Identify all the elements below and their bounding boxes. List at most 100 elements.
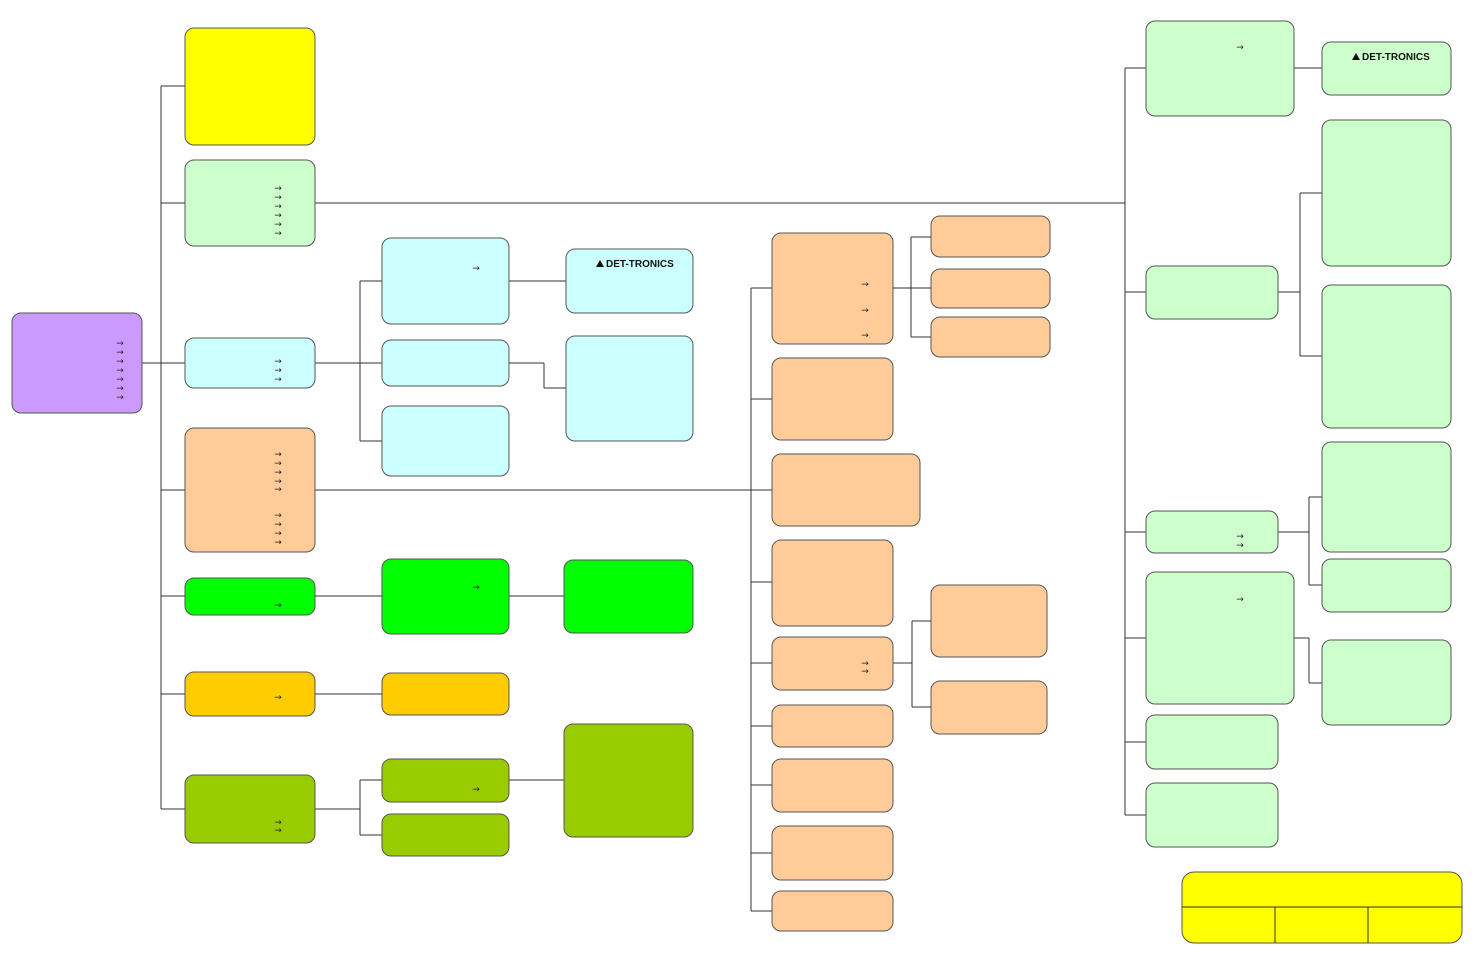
- cyan-child-3: [381, 405, 510, 477]
- det-tronics-logo: DET-TRONICS: [1362, 52, 1430, 63]
- bright-green-leaf-box: [563, 559, 694, 634]
- arrow-icon: →: [1236, 532, 1244, 542]
- arrow-icon: →: [274, 229, 282, 239]
- triangle-logo-icon: [1352, 53, 1360, 60]
- green-logo-node-box: [1321, 41, 1452, 96]
- orange-child-box: [381, 672, 510, 716]
- bright-green-leaf: [563, 559, 694, 634]
- peach-sub-1b-box: [930, 268, 1051, 309]
- peach-node-9: [771, 890, 894, 932]
- peach-node-5-box: [771, 636, 894, 691]
- peach-node-3: [771, 453, 921, 527]
- green-node-5: [1145, 714, 1279, 770]
- arrow-icon: →: [1236, 541, 1244, 551]
- peach-sub-5a: [930, 584, 1048, 658]
- connector-lines: [142, 67, 1322, 912]
- cyan-child-1: →: [381, 237, 510, 325]
- arrow-icon: →: [274, 693, 282, 703]
- arrow-icon: →: [274, 184, 282, 194]
- peach-node-9-box: [771, 890, 894, 932]
- arrow-icon: →: [116, 348, 124, 358]
- triangle-logo-icon: [596, 260, 604, 267]
- green-logo-node: DET-TRONICS: [1321, 41, 1452, 96]
- legend-table: [1181, 871, 1463, 944]
- green-sub-4a: [1321, 639, 1452, 726]
- cyan-child-3-box: [381, 405, 510, 477]
- arrow-icon: →: [274, 211, 282, 221]
- arrow-icon: →: [861, 659, 869, 669]
- cyan-large-node-box: [565, 335, 694, 442]
- cyan-large-node: [565, 335, 694, 442]
- green-node-2-box: [1145, 265, 1279, 320]
- arrow-icon: →: [472, 583, 480, 593]
- arrow-icon: →: [861, 280, 869, 290]
- arrow-icon: →: [861, 331, 869, 341]
- peach-node-5: →→: [771, 636, 894, 691]
- green-node-2: [1145, 265, 1279, 320]
- green-node-5-box: [1145, 714, 1279, 770]
- arrow-icon: →: [274, 826, 282, 836]
- arrow-icon: →: [116, 375, 124, 385]
- arrow-icon: →: [274, 375, 282, 385]
- olive-child-2: [381, 813, 510, 857]
- cyan-logo-node: DET-TRONICS: [565, 248, 694, 314]
- arrow-icon: →: [274, 818, 282, 828]
- green-node-6: [1145, 782, 1279, 848]
- peach-sub-5a-box: [930, 584, 1048, 658]
- branch-cyan-box: [184, 337, 316, 389]
- arrow-icon: →: [1236, 595, 1244, 605]
- branch-green-main-box: [184, 159, 316, 247]
- peach-sub-1a-box: [930, 215, 1051, 258]
- peach-node-2-box: [771, 357, 894, 441]
- bright-green-child-box: [381, 558, 510, 635]
- green-node-4-box: [1145, 571, 1295, 705]
- olive-leaf: [563, 723, 694, 838]
- peach-node-7-box: [771, 758, 894, 813]
- arrow-icon: →: [274, 202, 282, 212]
- root-node: →→→→→→→: [11, 312, 143, 414]
- cyan-child-2: [381, 339, 510, 387]
- arrow-icon: →: [116, 357, 124, 367]
- arrow-icon: →: [274, 477, 282, 487]
- green-node-4: →: [1145, 571, 1295, 705]
- arrow-icon: →: [274, 538, 282, 548]
- peach-sub-1a: [930, 215, 1051, 258]
- olive-leaf-box: [563, 723, 694, 838]
- peach-sub-1c: [930, 316, 1051, 358]
- peach-sub-5b-box: [930, 680, 1048, 735]
- bright-green-child: →: [381, 558, 510, 635]
- green-sub-2b: [1321, 284, 1452, 429]
- arrow-icon: →: [274, 520, 282, 530]
- green-sub-4a-box: [1321, 639, 1452, 726]
- arrow-icon: →: [472, 785, 480, 795]
- arrow-icon: →: [1236, 43, 1244, 53]
- peach-sub-5b: [930, 680, 1048, 735]
- peach-sub-1b: [930, 268, 1051, 309]
- green-node-3: →→: [1145, 510, 1279, 554]
- det-tronics-logo: DET-TRONICS: [606, 259, 674, 270]
- green-sub-2b-box: [1321, 284, 1452, 429]
- peach-node-6: [771, 704, 894, 748]
- peach-node-4: [771, 539, 894, 627]
- peach-sub-1c-box: [930, 316, 1051, 358]
- arrow-icon: →: [274, 485, 282, 495]
- olive-child-2-box: [381, 813, 510, 857]
- arrow-icon: →: [274, 357, 282, 367]
- arrow-icon: →: [274, 450, 282, 460]
- peach-node-3-box: [771, 453, 921, 527]
- arrow-icon: →: [116, 366, 124, 376]
- peach-node-1-box: [771, 232, 894, 345]
- branch-olive-box: [184, 774, 316, 844]
- arrow-icon: →: [116, 384, 124, 394]
- arrow-icon: →: [472, 264, 480, 274]
- branch-yellow-top-box: [184, 27, 316, 146]
- arrow-icon: →: [274, 601, 282, 611]
- green-node-3-box: [1145, 510, 1279, 554]
- peach-node-8-box: [771, 825, 894, 881]
- green-node-1: →: [1145, 20, 1295, 117]
- peach-node-6-box: [771, 704, 894, 748]
- arrow-icon: →: [274, 511, 282, 521]
- arrow-icon: →: [274, 459, 282, 469]
- peach-node-4-box: [771, 539, 894, 627]
